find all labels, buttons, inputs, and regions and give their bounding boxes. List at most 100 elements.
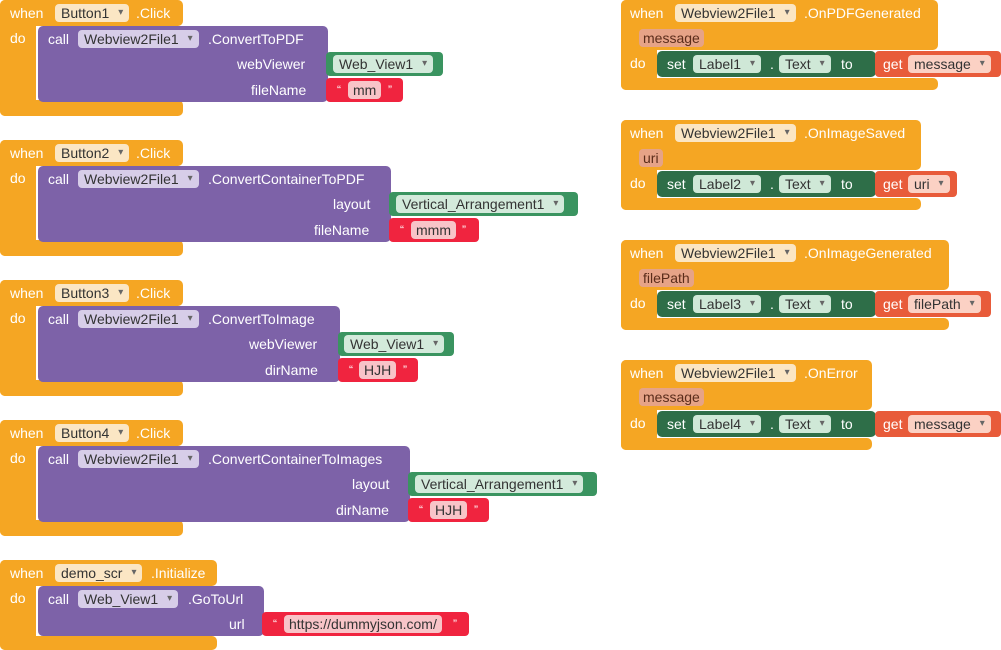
event-name: .OnPDFGenerated <box>804 5 921 21</box>
close-quote: ” <box>453 617 457 631</box>
do-label: do <box>630 415 646 431</box>
arg-label: fileName <box>251 82 307 98</box>
component-value-dropdown[interactable]: Vertical_Arrangement1 <box>415 475 584 493</box>
set-component-dropdown[interactable]: Label4 <box>693 415 762 433</box>
target-dropdown[interactable]: Webview2File1 <box>78 170 199 188</box>
target-dropdown[interactable]: Web_View1 <box>78 590 179 608</box>
component-dropdown[interactable]: Button4 <box>55 424 130 442</box>
set-component-dropdown[interactable]: Label1 <box>693 55 762 73</box>
event-name: .Click <box>136 145 171 161</box>
when-label: when <box>630 365 664 381</box>
component-dropdown[interactable]: Button3 <box>55 284 130 302</box>
target-dropdown[interactable]: Webview2File1 <box>78 30 199 48</box>
component-dropdown[interactable]: Webview2File1 <box>675 244 796 262</box>
component-dropdown[interactable]: Webview2File1 <box>675 364 796 382</box>
arg-label: webViewer <box>249 336 318 352</box>
url-value[interactable]: https://dummyjson.com/ <box>284 615 442 633</box>
text-value[interactable]: HJH <box>359 361 397 379</box>
property-dropdown[interactable]: Text <box>779 175 831 193</box>
call-label: call <box>48 311 70 327</box>
close-quote: ” <box>462 223 466 237</box>
event-param[interactable]: message <box>639 29 704 47</box>
open-quote: “ <box>400 223 404 237</box>
open-quote: “ <box>419 503 423 517</box>
event-name: .Click <box>136 5 171 21</box>
component-value-dropdown[interactable]: Web_View1 <box>344 335 445 353</box>
arg-label: dirName <box>336 502 389 518</box>
dot: . <box>770 176 774 192</box>
do-label: do <box>630 175 646 191</box>
property-dropdown[interactable]: Text <box>779 415 831 433</box>
event-param[interactable]: message <box>639 388 704 406</box>
get-label: get <box>883 296 903 312</box>
property-dropdown[interactable]: Text <box>779 295 831 313</box>
when-label: when <box>630 125 664 141</box>
do-label: do <box>10 590 26 606</box>
open-quote: “ <box>337 83 341 97</box>
to-label: to <box>841 296 853 312</box>
component-dropdown[interactable]: Button1 <box>55 4 130 22</box>
open-quote: “ <box>349 363 353 377</box>
set-label: set <box>667 56 686 72</box>
component-value-dropdown[interactable]: Web_View1 <box>333 55 434 73</box>
when-label: when <box>10 565 44 581</box>
get-label: get <box>883 416 903 432</box>
call-label: call <box>48 31 70 47</box>
do-label: do <box>10 310 26 326</box>
component-dropdown[interactable]: Button2 <box>55 144 130 162</box>
close-quote: ” <box>474 503 478 517</box>
text-value[interactable]: mm <box>348 81 382 99</box>
do-label: do <box>10 170 26 186</box>
open-quote: “ <box>273 617 277 631</box>
get-variable-dropdown[interactable]: message <box>908 415 991 433</box>
dot: . <box>770 416 774 432</box>
do-label: do <box>10 30 26 46</box>
event-param[interactable]: filePath <box>639 269 694 287</box>
when-label: when <box>10 285 44 301</box>
screen-dropdown[interactable]: demo_scr <box>55 564 143 582</box>
get-variable-dropdown[interactable]: uri <box>908 175 950 193</box>
dot: . <box>770 296 774 312</box>
target-dropdown[interactable]: Webview2File1 <box>78 310 199 328</box>
call-label: call <box>48 591 70 607</box>
arg-label: webViewer <box>237 56 306 72</box>
text-value[interactable]: mmm <box>411 221 456 239</box>
event-name: .OnImageSaved <box>804 125 906 141</box>
close-quote: ” <box>388 83 392 97</box>
do-label: do <box>630 295 646 311</box>
call-label: call <box>48 171 70 187</box>
get-label: get <box>883 176 903 192</box>
arg-label: fileName <box>314 222 370 238</box>
component-dropdown[interactable]: Webview2File1 <box>675 124 796 142</box>
do-label: do <box>10 450 26 466</box>
arg-label: layout <box>352 476 390 492</box>
set-label: set <box>667 416 686 432</box>
when-label: when <box>10 5 44 21</box>
target-dropdown[interactable]: Webview2File1 <box>78 450 199 468</box>
arg-label: layout <box>333 196 371 212</box>
event-name: .OnImageGenerated <box>804 245 932 261</box>
event-name: .Click <box>136 285 171 301</box>
get-label: get <box>883 56 903 72</box>
to-label: to <box>841 176 853 192</box>
event-param[interactable]: uri <box>639 149 663 167</box>
component-value-dropdown[interactable]: Vertical_Arrangement1 <box>396 195 565 213</box>
set-component-dropdown[interactable]: Label3 <box>693 295 762 313</box>
do-label: do <box>630 55 646 71</box>
method-name: .ConvertContainerToImages <box>208 451 383 467</box>
get-variable-dropdown[interactable]: message <box>908 55 991 73</box>
arg-label: url <box>229 616 245 632</box>
method-name: .ConvertContainerToPDF <box>208 171 365 187</box>
get-variable-dropdown[interactable]: filePath <box>908 295 981 313</box>
dot: . <box>770 56 774 72</box>
method-name: .ConvertToImage <box>208 311 315 327</box>
close-quote: ” <box>403 363 407 377</box>
text-value[interactable]: HJH <box>430 501 468 519</box>
to-label: to <box>841 56 853 72</box>
to-label: to <box>841 416 853 432</box>
method-name: .ConvertToPDF <box>208 31 304 47</box>
when-label: when <box>630 245 664 261</box>
property-dropdown[interactable]: Text <box>779 55 831 73</box>
set-component-dropdown[interactable]: Label2 <box>693 175 762 193</box>
component-dropdown[interactable]: Webview2File1 <box>675 4 796 22</box>
